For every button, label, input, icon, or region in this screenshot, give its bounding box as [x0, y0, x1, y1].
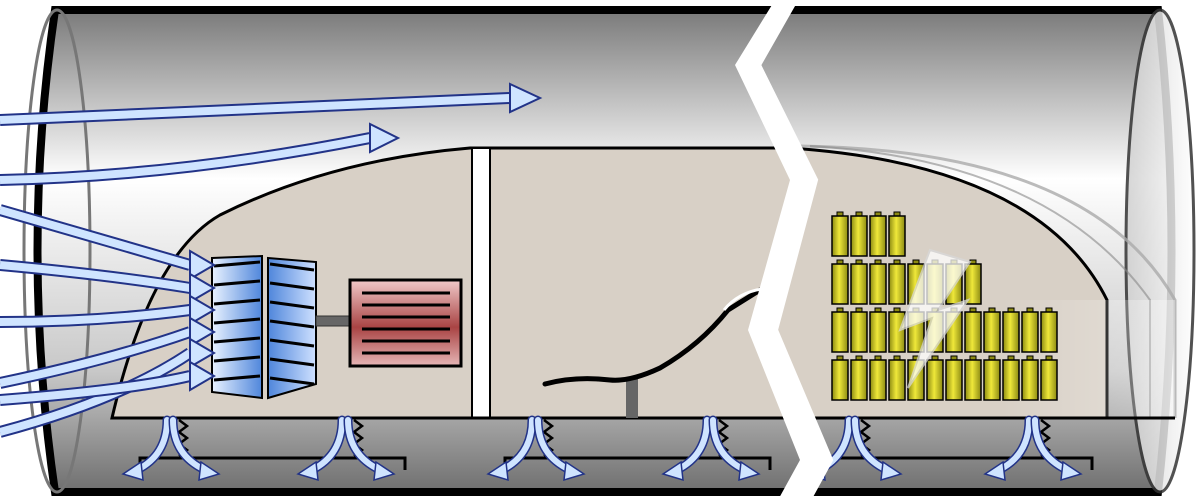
air-flow-arrow — [0, 294, 216, 328]
battery-cell — [1021, 359, 1039, 401]
fan-slat — [269, 300, 315, 310]
fan-slat — [213, 317, 261, 325]
battery-cell — [850, 359, 868, 401]
battery-cell — [888, 359, 906, 401]
battery-cell — [926, 359, 944, 401]
battery-cell — [888, 215, 906, 257]
fan-slat — [213, 374, 261, 382]
battery-cell — [850, 311, 868, 353]
battery-cell — [1002, 311, 1020, 353]
battery-cell — [869, 263, 887, 305]
battery-cell — [831, 215, 849, 257]
fan-slat — [213, 260, 261, 268]
battery-cell — [888, 311, 906, 353]
fan-slat — [269, 319, 315, 329]
fan-slat — [213, 279, 261, 287]
battery-cell — [983, 311, 1001, 353]
air-flow-arrow — [0, 337, 216, 438]
incoming-air-arrows — [0, 82, 543, 438]
air-flow-arrow — [0, 82, 543, 126]
fan-slat — [269, 281, 315, 291]
battery-cell — [850, 215, 868, 257]
air-flow-arrow — [0, 316, 216, 389]
air-bearing — [121, 415, 407, 482]
cutaway-break — [735, 0, 834, 500]
fan-slat — [213, 298, 261, 306]
battery-cell — [1002, 359, 1020, 401]
air-bearing-skis — [121, 415, 1094, 482]
air-bearing — [486, 415, 772, 482]
fan-slat — [213, 355, 261, 363]
battery-cell — [964, 311, 982, 353]
battery-cell — [964, 359, 982, 401]
battery-cell — [1040, 359, 1058, 401]
fan-slat — [269, 357, 315, 367]
air-flow-arrow — [0, 360, 216, 406]
battery-cell — [869, 311, 887, 353]
battery-cell — [1040, 311, 1058, 353]
battery-cell — [983, 359, 1001, 401]
electric-motor — [348, 278, 463, 368]
battery-cell — [831, 311, 849, 353]
battery-cell — [869, 215, 887, 257]
compressor-fan — [211, 254, 353, 400]
air-bearing — [803, 415, 1094, 482]
fan-slat — [269, 376, 315, 386]
battery-cell — [888, 263, 906, 305]
battery-cell — [945, 359, 963, 401]
battery-cell — [964, 263, 982, 305]
air-flow-arrow — [0, 204, 216, 281]
battery-cell — [869, 359, 887, 401]
fan-slat — [269, 262, 315, 272]
battery-cell — [1021, 311, 1039, 353]
fan-slat — [213, 336, 261, 344]
air-flow-arrow — [0, 259, 216, 304]
battery-cell — [831, 263, 849, 305]
fan-slat — [269, 338, 315, 348]
battery-cell — [850, 263, 868, 305]
battery-cell — [831, 359, 849, 401]
lightning-icon — [898, 248, 972, 389]
air-flow-arrow — [0, 122, 401, 186]
